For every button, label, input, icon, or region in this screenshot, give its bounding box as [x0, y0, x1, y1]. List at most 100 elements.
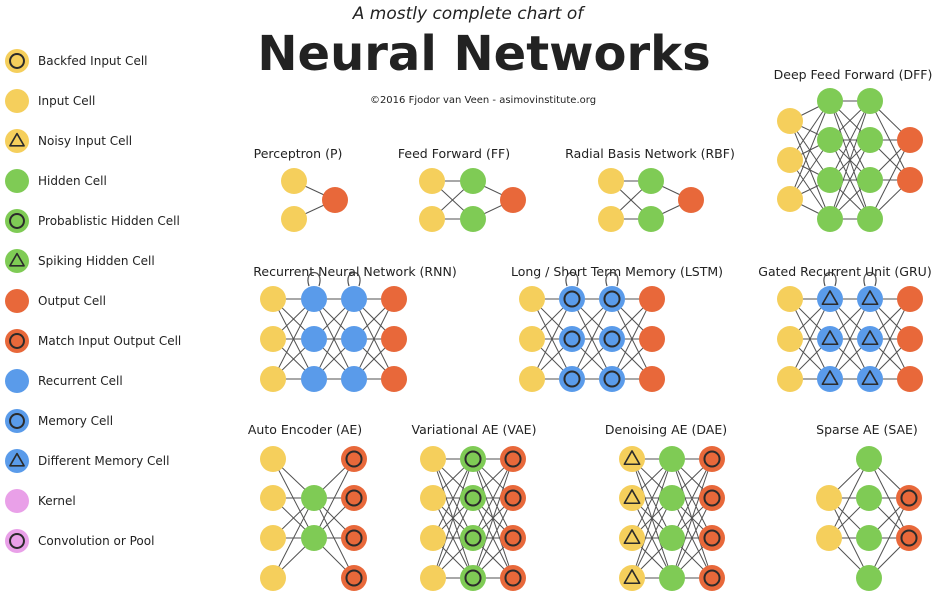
input-cell	[420, 446, 446, 472]
recurrent-cell	[559, 286, 585, 312]
input-cell	[260, 286, 286, 312]
legend-swatch	[5, 89, 29, 113]
output-cell	[699, 565, 725, 591]
network-connections	[432, 458, 514, 579]
hidden-cell	[856, 565, 882, 591]
recurrent-cell	[857, 286, 883, 312]
network-title: Feed Forward (FF)	[398, 146, 510, 161]
layer-input	[598, 168, 624, 232]
layer-hidden	[460, 446, 486, 591]
hidden-cell	[638, 168, 664, 194]
layer-input	[519, 286, 545, 392]
hidden-cell	[856, 525, 882, 551]
layer-recurrent	[559, 286, 585, 392]
output-cell	[897, 286, 923, 312]
layer-hidden	[301, 485, 327, 551]
recurrent-loop	[565, 271, 579, 287]
input-cell	[260, 565, 286, 591]
recurrent-cell	[341, 286, 367, 312]
legend-swatch	[5, 449, 29, 473]
network-connections	[272, 458, 355, 579]
hidden-cell	[301, 485, 327, 511]
layer-input	[419, 168, 445, 232]
hidden-cell	[857, 127, 883, 153]
network-title: Sparse AE (SAE)	[816, 422, 918, 437]
input-cell	[777, 366, 803, 392]
hidden-cell	[460, 446, 486, 472]
input-cell	[260, 485, 286, 511]
legend-swatch	[5, 329, 29, 353]
output-cell	[341, 485, 367, 511]
layer-input	[260, 286, 286, 392]
input-cell	[519, 286, 545, 312]
output-cell	[639, 366, 665, 392]
input-cell	[260, 525, 286, 551]
input-cell	[619, 446, 645, 472]
input-cell	[598, 206, 624, 232]
layer-output	[341, 446, 367, 591]
output-cell	[381, 326, 407, 352]
output-cell	[341, 565, 367, 591]
input-cell	[281, 168, 307, 194]
output-cell	[639, 286, 665, 312]
legend-label: Memory Cell	[38, 414, 113, 428]
output-cell	[500, 565, 526, 591]
legend-swatch	[5, 489, 29, 513]
input-cell	[777, 286, 803, 312]
layer-input	[260, 446, 286, 591]
network-ae: Auto Encoder (AE)	[248, 422, 367, 591]
network-title: Recurrent Neural Network (RNN)	[253, 264, 456, 279]
network-title: Radial Basis Network (RBF)	[565, 146, 735, 161]
layer-input	[281, 168, 307, 232]
legend-label: Convolution or Pool	[38, 534, 154, 548]
hidden-cell	[817, 127, 843, 153]
layer-recurrent	[301, 286, 327, 392]
legend-swatch	[5, 409, 29, 433]
legend-item: Recurrent Cell	[5, 369, 123, 393]
hidden-cell	[856, 485, 882, 511]
network-title: Gated Recurrent Unit (GRU)	[758, 264, 931, 279]
network-connections	[789, 271, 911, 380]
output-cell	[699, 485, 725, 511]
output-cell	[896, 485, 922, 511]
output-cell	[897, 127, 923, 153]
input-cell	[777, 326, 803, 352]
chart-title: Neural Networks	[257, 26, 710, 82]
output-cell	[500, 446, 526, 472]
recurrent-cell	[301, 366, 327, 392]
input-cell	[619, 525, 645, 551]
legend-label: Hidden Cell	[38, 174, 107, 188]
output-cell	[639, 326, 665, 352]
layer-input	[619, 446, 645, 591]
layer-hidden	[638, 168, 664, 232]
layer-input	[816, 485, 842, 551]
legend-label: Backfed Input Cell	[38, 54, 148, 68]
layer-hidden	[856, 446, 882, 591]
legend-item: Different Memory Cell	[5, 449, 169, 473]
recurrent-loop	[605, 271, 619, 287]
layer-output	[897, 127, 923, 193]
network-connections	[789, 100, 911, 220]
legend-swatch	[5, 129, 29, 153]
legend-swatch	[5, 249, 29, 273]
input-cell	[598, 168, 624, 194]
output-cell	[699, 525, 725, 551]
input-cell	[420, 525, 446, 551]
legend-swatch	[5, 369, 29, 393]
input-cell	[777, 147, 803, 173]
layer-output	[500, 187, 526, 213]
legend-item: Backfed Input Cell	[5, 49, 148, 73]
input-cell	[419, 168, 445, 194]
network-connections	[828, 458, 910, 579]
recurrent-cell	[857, 326, 883, 352]
legend-label: Kernel	[38, 494, 76, 508]
legend-swatch	[5, 289, 29, 313]
network-title: Deep Feed Forward (DFF)	[774, 67, 933, 82]
input-cell	[619, 565, 645, 591]
network-rnn: Recurrent Neural Network (RNN)	[253, 264, 457, 392]
network-connections	[272, 271, 395, 380]
legend-label: Match Input Output Cell	[38, 334, 181, 348]
network-dff: Deep Feed Forward (DFF)	[774, 67, 933, 232]
legend-item: Input Cell	[5, 89, 95, 113]
